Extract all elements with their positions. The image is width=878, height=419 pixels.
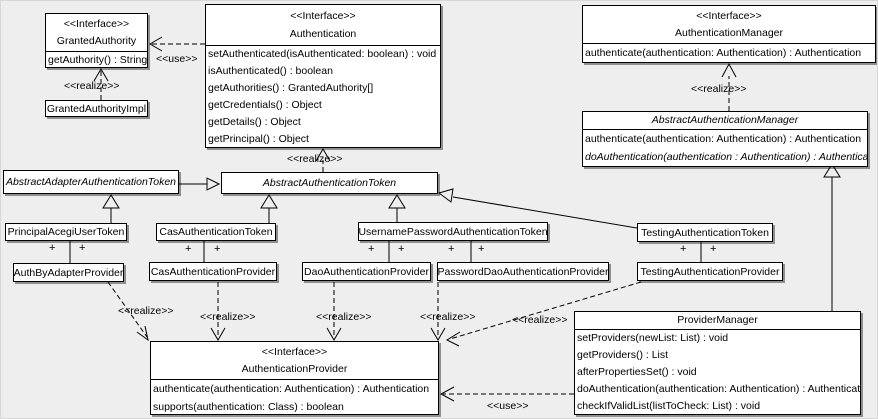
class-name: Authentication xyxy=(289,27,357,40)
realize-label: <<realize>> xyxy=(118,305,174,317)
edge-generalization-testingtoken-to-abstracttoken xyxy=(437,188,638,229)
class-abstract-authentication-token: AbstractAuthenticationToken xyxy=(221,172,438,194)
stereotype-label: <<Interface>> xyxy=(290,10,356,23)
edge-generalization-providermanager-to-abstractmanager xyxy=(823,163,841,311)
method-label: supports(authentication: Class) : boolea… xyxy=(153,401,344,413)
edge-realize-abstracttoken-to-authentication xyxy=(315,148,331,172)
realize-label: <<realize>> xyxy=(420,311,476,323)
class-authentication-provider: <<Interface>> AuthenticationProvider aut… xyxy=(150,341,439,415)
edge-realize-daoprovider-to-authenticationprovider xyxy=(326,282,342,341)
stereotype-label: <<Interface>> xyxy=(63,18,130,31)
realize-label: <<realize>> xyxy=(316,311,372,323)
edge-realize-authbyadapter-to-authenticationprovider xyxy=(107,281,149,342)
class-provider-manager: ProviderManager setProviders(newList: Li… xyxy=(574,311,861,415)
class-name: GrantedAuthority xyxy=(56,34,137,47)
multiplicity-label: + xyxy=(214,243,221,255)
realize-label: <<realize>> xyxy=(287,153,343,165)
use-label: <<use>> xyxy=(487,400,529,412)
class-password-dao-authentication-provider: PasswordDaoAuthenticationProvider xyxy=(437,262,609,281)
class-name: AuthByAdapterProvider xyxy=(13,266,124,279)
edge-generalization-usernametoken-to-abstracttoken xyxy=(388,194,406,222)
method-label: setAuthenticated(isAuthenticated: boolea… xyxy=(208,48,437,60)
class-name: PasswordDaoAuthenticationProvider xyxy=(437,265,609,278)
use-label: <<use>> xyxy=(156,53,198,65)
stereotype-label: <<Interface>> xyxy=(261,346,328,359)
edge-realize-abstractmanager-to-authenticationmanager xyxy=(721,62,737,111)
multiplicity-label: + xyxy=(49,242,56,254)
multiplicity-label: + xyxy=(368,243,375,255)
class-dao-authentication-provider: DaoAuthenticationProvider xyxy=(302,262,431,281)
method-label: setProviders(newList: List) : void xyxy=(577,332,729,344)
class-name: CasAuthenticationProvider xyxy=(150,265,276,278)
multiplicity-label: + xyxy=(478,243,485,255)
edge-realize-casprovider-to-authenticationprovider xyxy=(210,282,226,341)
realize-label: <<realize>> xyxy=(512,314,568,326)
class-name: AbstractAdapterAuthenticationToken xyxy=(5,176,177,188)
class-name: AbstractAuthenticationToken xyxy=(262,177,397,189)
class-abstract-authentication-manager: AbstractAuthenticationManager authentica… xyxy=(582,111,868,167)
multiplicity-label: + xyxy=(185,243,192,255)
edge-realize-testingprovider-to-authenticationprovider xyxy=(445,281,642,347)
method-label: checkIfValidList(listToCheck: List) : vo… xyxy=(577,400,761,412)
class-granted-authority: <<Interface>> GrantedAuthority getAuthor… xyxy=(45,13,148,68)
class-cas-authentication-token: CasAuthenticationToken xyxy=(156,223,276,241)
class-auth-by-adapter-provider: AuthByAdapterProvider xyxy=(13,263,124,282)
class-header: <<Interface>> AuthenticationProvider xyxy=(151,342,438,380)
method-label: getAuthority() : String xyxy=(48,54,147,66)
edge-use-authentication-to-grantedauthority xyxy=(149,36,205,52)
class-authentication-manager: <<Interface>> AuthenticationManager auth… xyxy=(582,5,876,63)
method-label: doAuthentication(authentication : Authen… xyxy=(585,151,867,163)
class-name: UsernamePasswordAuthenticationToken xyxy=(358,225,548,238)
method-label: getPrincipal() : Object xyxy=(208,133,309,145)
method-label: getDetails() : Object xyxy=(208,116,301,128)
class-cas-authentication-provider: CasAuthenticationProvider xyxy=(149,262,277,281)
edge-generalization-castoken-to-abstracttoken xyxy=(260,194,278,223)
method-label: authenticate(authentication: Authenticat… xyxy=(153,383,430,395)
multiplicity-label: + xyxy=(398,243,405,255)
class-name: AuthenticationProvider xyxy=(241,362,348,375)
class-name: ProviderManager xyxy=(575,312,860,330)
class-header: <<Interface>> AuthenticationManager xyxy=(583,6,875,44)
multiplicity-label: + xyxy=(448,243,455,255)
edge-realize-passworddaoprovider-to-authenticationprovider xyxy=(430,282,446,341)
class-header: <<Interface>> Authentication xyxy=(206,5,440,46)
class-testing-authentication-provider: TestingAuthenticationProvider xyxy=(637,262,783,281)
class-header: <<Interface>> GrantedAuthority xyxy=(46,14,147,52)
stereotype-label: <<Interface>> xyxy=(696,10,762,23)
realize-label: <<realize>> xyxy=(64,80,120,92)
realize-label: <<realize>> xyxy=(691,83,747,95)
class-username-password-authentication-token: UsernamePasswordAuthenticationToken xyxy=(358,222,548,241)
method-label: afterPropertiesSet() : void xyxy=(577,366,697,378)
class-testing-authentication-token: TestingAuthenticationToken xyxy=(637,223,773,242)
class-name: GrantedAuthorityImpl xyxy=(46,102,147,115)
class-name: CasAuthenticationToken xyxy=(159,226,273,238)
method-label: getProviders() : List xyxy=(577,349,669,361)
class-abstract-adapter-authentication-token: AbstractAdapterAuthenticationToken xyxy=(3,170,179,194)
method-label: doAuthentication(authentication: Authent… xyxy=(577,383,860,395)
class-granted-authority-impl: GrantedAuthorityImpl xyxy=(45,100,148,117)
edge-use-providermanager-to-authenticationprovider xyxy=(439,386,574,402)
edge-generalization-abstractadapter-to-abstracttoken xyxy=(179,177,221,191)
class-name: AbstractAuthenticationManager xyxy=(583,112,867,130)
class-name: PrincipalAcegiUserToken xyxy=(7,226,125,238)
method-label: authenticate(authentication: Authenticat… xyxy=(585,133,862,145)
method-label: authenticate(authentication: Authenticat… xyxy=(585,47,862,59)
realize-label: <<realize>> xyxy=(200,311,256,323)
class-authentication: <<Interface>> Authentication setAuthenti… xyxy=(205,4,441,148)
edge-generalization-principal-to-abstractadapter xyxy=(102,194,120,223)
edge-realize-grantedauthorityimpl-to-grantedauthority xyxy=(93,68,109,100)
multiplicity-label: + xyxy=(79,242,86,254)
class-name: TestingAuthenticationToken xyxy=(641,226,769,239)
multiplicity-label: + xyxy=(680,243,687,255)
class-principal-acegi-user-token: PrincipalAcegiUserToken xyxy=(5,223,127,241)
method-label: getAuthorities() : GrantedAuthority[] xyxy=(208,82,374,94)
class-name: DaoAuthenticationProvider xyxy=(304,265,429,278)
multiplicity-label: + xyxy=(710,243,717,255)
class-name: AuthenticationManager xyxy=(675,26,783,39)
method-label: getCredentials() : Object xyxy=(208,99,322,111)
class-name: TestingAuthenticationProvider xyxy=(640,265,780,278)
method-label: isAuthenticated() : boolean xyxy=(208,65,333,77)
